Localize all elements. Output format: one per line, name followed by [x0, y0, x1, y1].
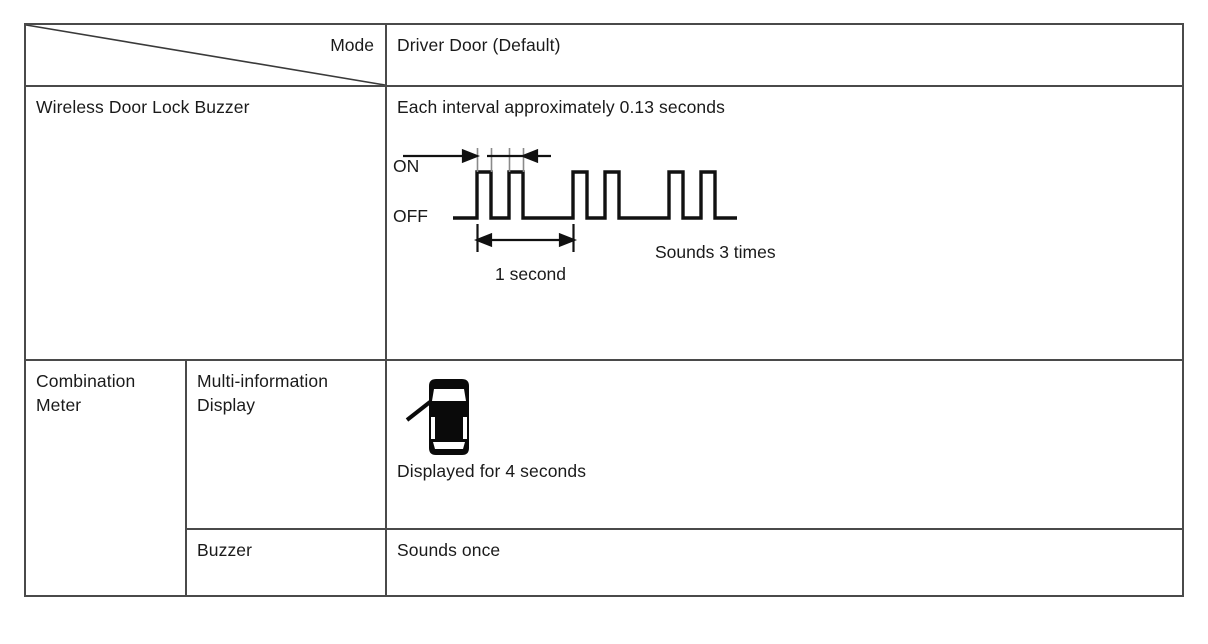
- table-row: Wireless Door Lock Buzzer Each interval …: [24, 85, 1184, 361]
- waveform-on-label: ON: [393, 155, 420, 176]
- interval-note-text: Each interval approximately 0.13 seconds: [397, 97, 725, 117]
- one-second-dimension: [473, 223, 578, 252]
- header-corner-cell: Mode: [24, 23, 387, 87]
- combination-meter-label: Combination Meter: [36, 371, 136, 415]
- one-second-label: 1 second: [495, 263, 567, 284]
- car-top-view-svg: [405, 379, 469, 455]
- waveform-off-label: OFF: [393, 205, 428, 226]
- table-row: Combination Meter Multi-information Disp…: [24, 359, 1184, 597]
- buzzer-value-text: Sounds once: [397, 540, 501, 560]
- sounds-three-times-label: Sounds 3 times: [655, 241, 776, 262]
- diagonal-header-cell: Mode: [26, 25, 385, 85]
- row-value-buzzer: Sounds once: [385, 528, 1184, 597]
- mid-figure-wrap: Displayed for 4 seconds: [387, 361, 1182, 490]
- diagonal-divider-line: [26, 25, 385, 85]
- mode-header-label: Mode: [330, 35, 374, 55]
- door-open-indicator-line: [405, 400, 432, 422]
- buzzer-waveform-figure: ON OFF: [391, 140, 891, 290]
- row-value-multi-information-display: Displayed for 4 seconds: [385, 359, 1184, 530]
- operation-spec-table: Mode Driver Door (Default) Wireless Door…: [24, 23, 1184, 597]
- mid-caption-text: Displayed for 4 seconds: [397, 461, 587, 481]
- waveform-svg: [403, 147, 737, 252]
- row-sublabel-buzzer: Buzzer: [185, 528, 387, 597]
- row-sublabel-multi-information-display: Multi-information Display: [185, 359, 387, 530]
- mode-value-text: Driver Door (Default): [397, 35, 561, 55]
- row-label-combination-meter: Combination Meter: [24, 359, 187, 597]
- header-mode-value-cell: Driver Door (Default): [385, 23, 1184, 87]
- table-row: Buzzer Sounds once: [25, 528, 1184, 597]
- interval-arrow-markers: [403, 148, 551, 163]
- buzzer-sublabel-text: Buzzer: [197, 540, 253, 560]
- row-label-wireless-door-lock-buzzer: Wireless Door Lock Buzzer: [24, 85, 387, 361]
- multi-information-display-label: Multi-information Display: [197, 371, 329, 415]
- row-label-text: Wireless Door Lock Buzzer: [36, 97, 250, 117]
- row-value-wireless-door-lock-buzzer: Each interval approximately 0.13 seconds…: [385, 85, 1184, 361]
- table-header-row: Mode Driver Door (Default): [24, 23, 1184, 87]
- car-door-open-icon: [399, 376, 519, 458]
